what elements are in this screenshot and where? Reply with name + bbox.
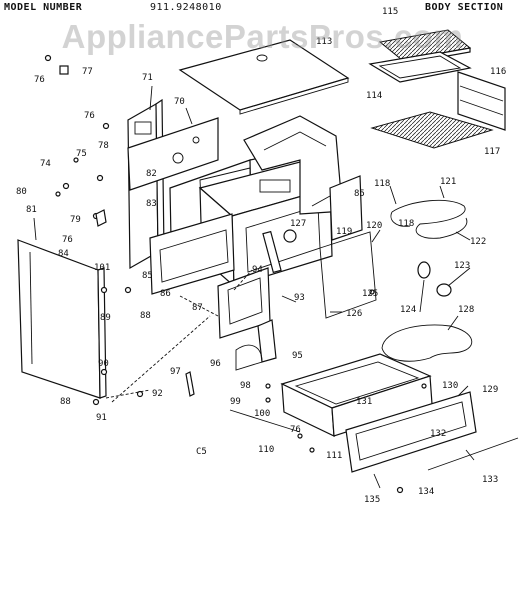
callout-86: 86 (160, 289, 171, 299)
broil-element (381, 324, 473, 362)
callout-121: 121 (440, 177, 456, 187)
callout-87: 87 (192, 303, 203, 313)
bake-element (390, 199, 468, 239)
oven-door (17, 239, 107, 399)
callout-116: 116 (490, 67, 506, 77)
callout-96: 96 (210, 359, 221, 369)
element-receptacle (417, 261, 452, 297)
callout-90: 90 (98, 359, 109, 369)
callout-120: 120 (366, 221, 382, 231)
callout-135: 135 (364, 495, 380, 505)
callout-93: 93 (294, 293, 305, 303)
callout-85: 85 (142, 271, 153, 281)
callout-132: 132 (430, 429, 446, 439)
door-gasket (319, 231, 377, 319)
callout-131: 131 (356, 397, 372, 407)
callout-111: 111 (326, 451, 342, 461)
callout-126: 126 (346, 309, 362, 319)
callout-97: 97 (170, 367, 181, 377)
callout-127: 127 (290, 219, 306, 229)
screws (44, 54, 427, 494)
callout-83: 83 (146, 199, 157, 209)
base-frame (149, 213, 235, 295)
callout-92: 92 (152, 389, 163, 399)
broiler-pan (368, 51, 472, 83)
drawer-rail-right (427, 437, 519, 471)
callout-128: 128 (458, 305, 474, 315)
callout-130: 130 (442, 381, 458, 391)
drawer-front-panel (345, 391, 477, 473)
callout-110: 110 (258, 445, 274, 455)
rear-cover-right (329, 175, 363, 241)
callout-129: 129 (482, 385, 498, 395)
callout-123: 123 (454, 261, 470, 271)
callout-119: 119 (336, 227, 352, 237)
leader-ticks (149, 85, 475, 489)
callout-118: 118 (374, 179, 390, 189)
model-number-value: 911.9248010 (150, 2, 222, 13)
callout-98: 98 (240, 381, 251, 391)
callout-100: 100 (254, 409, 270, 419)
callout-82: 82 (146, 169, 157, 179)
hinge-pin (33, 217, 37, 241)
callout-114: 114 (366, 91, 382, 101)
callout-94: 94 (252, 265, 263, 275)
oven-rack (370, 111, 494, 149)
model-number-label: MODEL NUMBER (4, 2, 83, 13)
callout-117: 117 (484, 147, 500, 157)
callout-76: 76 (62, 235, 73, 245)
callout-84: 84 (58, 249, 69, 259)
callout-134: 134 (418, 487, 434, 497)
callout-125: 125 (362, 289, 378, 299)
callout-91: 91 (96, 413, 107, 423)
callout-76: 76 (84, 111, 95, 121)
oven-sensor (262, 229, 297, 274)
callout-85: 85 (354, 189, 365, 199)
callout-70: 70 (174, 97, 185, 107)
callout-77: 77 (82, 67, 93, 77)
callout-95: 95 (292, 351, 303, 361)
callout-89: 89 (100, 313, 111, 323)
section-title: BODY SECTION (425, 2, 504, 13)
rear-shield (457, 71, 506, 131)
callout-88: 88 (60, 397, 71, 407)
callout-78: 78 (98, 141, 109, 151)
drawer-rail-left (229, 409, 301, 433)
leader-lines (105, 269, 253, 403)
callout-99: 99 (230, 397, 241, 407)
callout-113: 113 (316, 37, 332, 47)
callout-71: 71 (142, 73, 153, 83)
figure-code: C5 (196, 447, 207, 457)
top-panel (178, 39, 350, 115)
callout-75: 75 (76, 149, 87, 159)
callout-115: 115 (382, 7, 398, 17)
callout-labels: 76 77 71 70 76 78 75 74 82 80 83 79 81 7… (16, 7, 506, 505)
callout-74: 74 (40, 159, 51, 169)
control-panel-bracket (127, 117, 219, 191)
callout-101: 101 (94, 263, 110, 273)
storage-drawer (280, 353, 433, 437)
insulation-blanket (243, 115, 343, 215)
callout-118: 118 (398, 219, 414, 229)
callout-88: 88 (140, 311, 151, 321)
callout-81: 81 (26, 205, 37, 215)
callout-122: 122 (470, 237, 486, 247)
callout-133: 133 (482, 475, 498, 485)
callout-76: 76 (34, 75, 45, 85)
callout-79: 79 (70, 215, 81, 225)
callout-80: 80 (16, 187, 27, 197)
thermostat-bulb (235, 319, 277, 371)
callout-76: 76 (290, 425, 301, 435)
callout-124: 124 (400, 305, 416, 315)
